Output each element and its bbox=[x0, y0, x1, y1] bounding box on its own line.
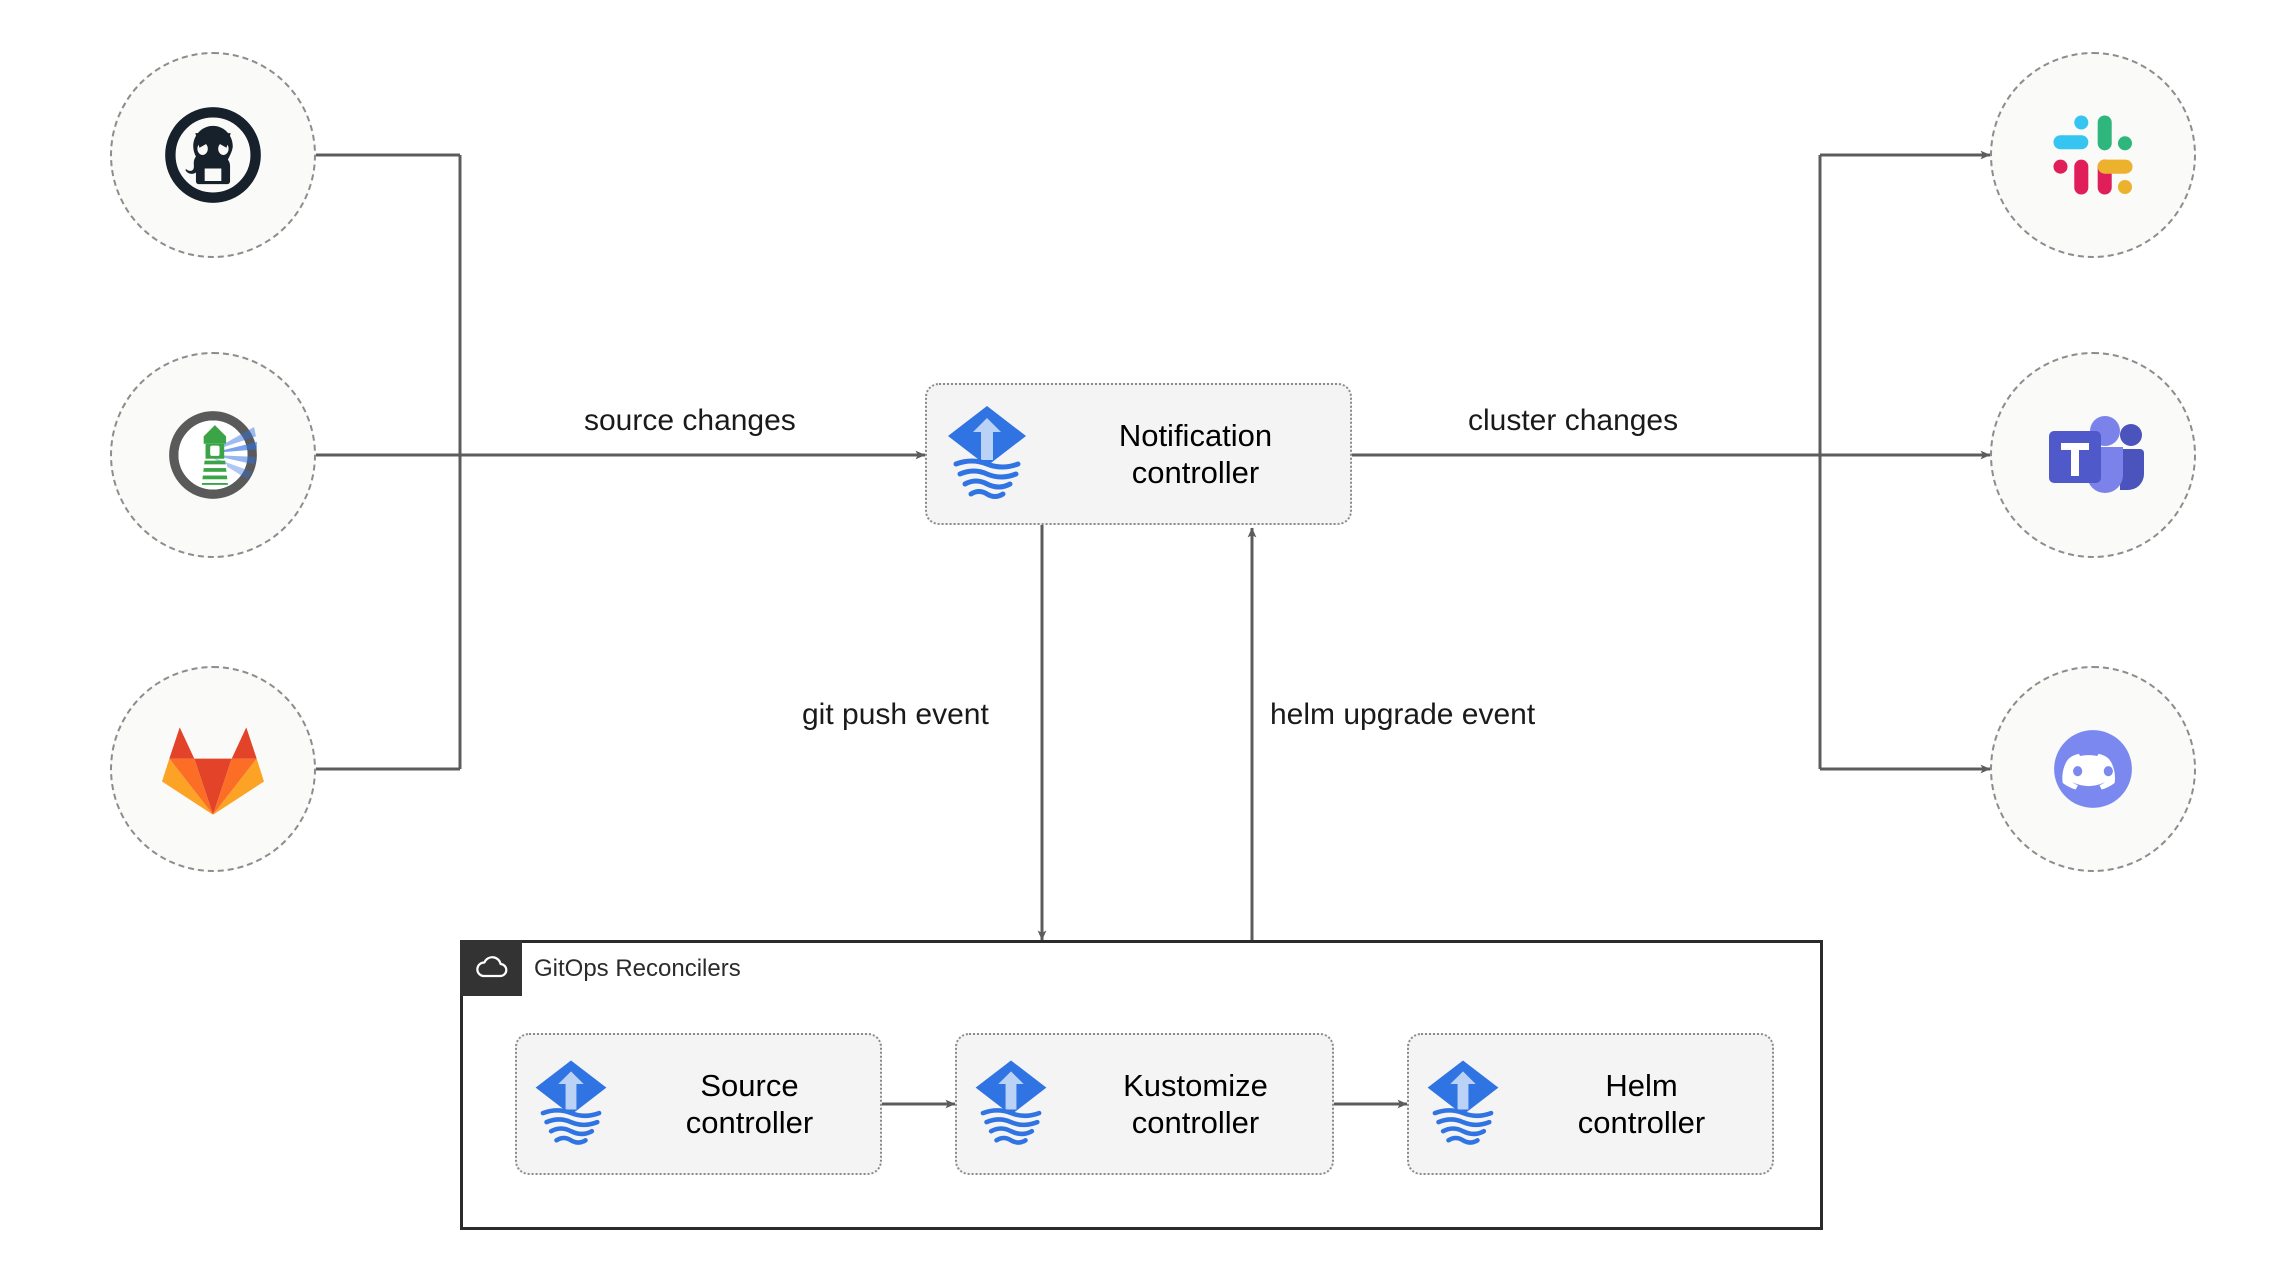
helm-controller-line2: controller bbox=[1577, 1105, 1706, 1140]
group-title: GitOps Reconcilers bbox=[534, 955, 741, 982]
flux-logo-icon bbox=[1409, 1056, 1517, 1152]
source-controller-card[interactable]: Source controller bbox=[515, 1033, 882, 1175]
helm-controller-card[interactable]: Helm controller bbox=[1407, 1033, 1774, 1175]
source-node-gitlab[interactable] bbox=[110, 666, 316, 872]
cloud-icon bbox=[476, 956, 508, 978]
flux-logo-icon bbox=[957, 1056, 1065, 1152]
discord-icon bbox=[2054, 730, 2132, 808]
kustomize-controller-line1: Kustomize bbox=[1123, 1067, 1268, 1103]
flagger-lighthouse-icon bbox=[169, 411, 257, 499]
gitlab-icon bbox=[162, 727, 264, 815]
helm-controller-label: Helm controller bbox=[1517, 1067, 1772, 1141]
slack-icon bbox=[2053, 115, 2133, 195]
flux-logo-icon bbox=[517, 1056, 625, 1152]
source-controller-line2: controller bbox=[685, 1105, 814, 1140]
source-controller-line1: Source bbox=[700, 1067, 799, 1103]
kustomize-controller-line2: controller bbox=[1131, 1105, 1260, 1140]
github-icon bbox=[165, 107, 261, 203]
helm-controller-line1: Helm bbox=[1605, 1067, 1678, 1103]
destination-node-discord[interactable] bbox=[1990, 666, 2196, 872]
gitops-reconcilers-group bbox=[460, 940, 1823, 1230]
source-controller-label: Source controller bbox=[625, 1067, 880, 1141]
flux-logo-icon bbox=[927, 402, 1047, 506]
notification-controller-card[interactable]: Notification controller bbox=[925, 383, 1352, 525]
destination-node-slack[interactable] bbox=[1990, 52, 2196, 258]
edge-label-helm-upgrade-event: helm upgrade event bbox=[1262, 698, 1544, 732]
group-tab bbox=[460, 940, 522, 996]
edge-label-git-push-event: git push event bbox=[794, 698, 997, 732]
destination-node-teams[interactable] bbox=[1990, 352, 2196, 558]
source-node-github[interactable] bbox=[110, 52, 316, 258]
microsoft-teams-icon bbox=[2049, 416, 2144, 493]
notification-controller-line2: controller bbox=[1131, 455, 1260, 490]
notification-controller-label: Notification controller bbox=[1047, 417, 1350, 491]
source-node-flagger[interactable] bbox=[110, 352, 316, 558]
edge-label-cluster-changes: cluster changes bbox=[1460, 404, 1687, 438]
notification-controller-line1: Notification bbox=[1118, 417, 1273, 453]
kustomize-controller-label: Kustomize controller bbox=[1065, 1067, 1332, 1141]
kustomize-controller-card[interactable]: Kustomize controller bbox=[955, 1033, 1334, 1175]
edge-label-source-changes: source changes bbox=[576, 404, 804, 438]
